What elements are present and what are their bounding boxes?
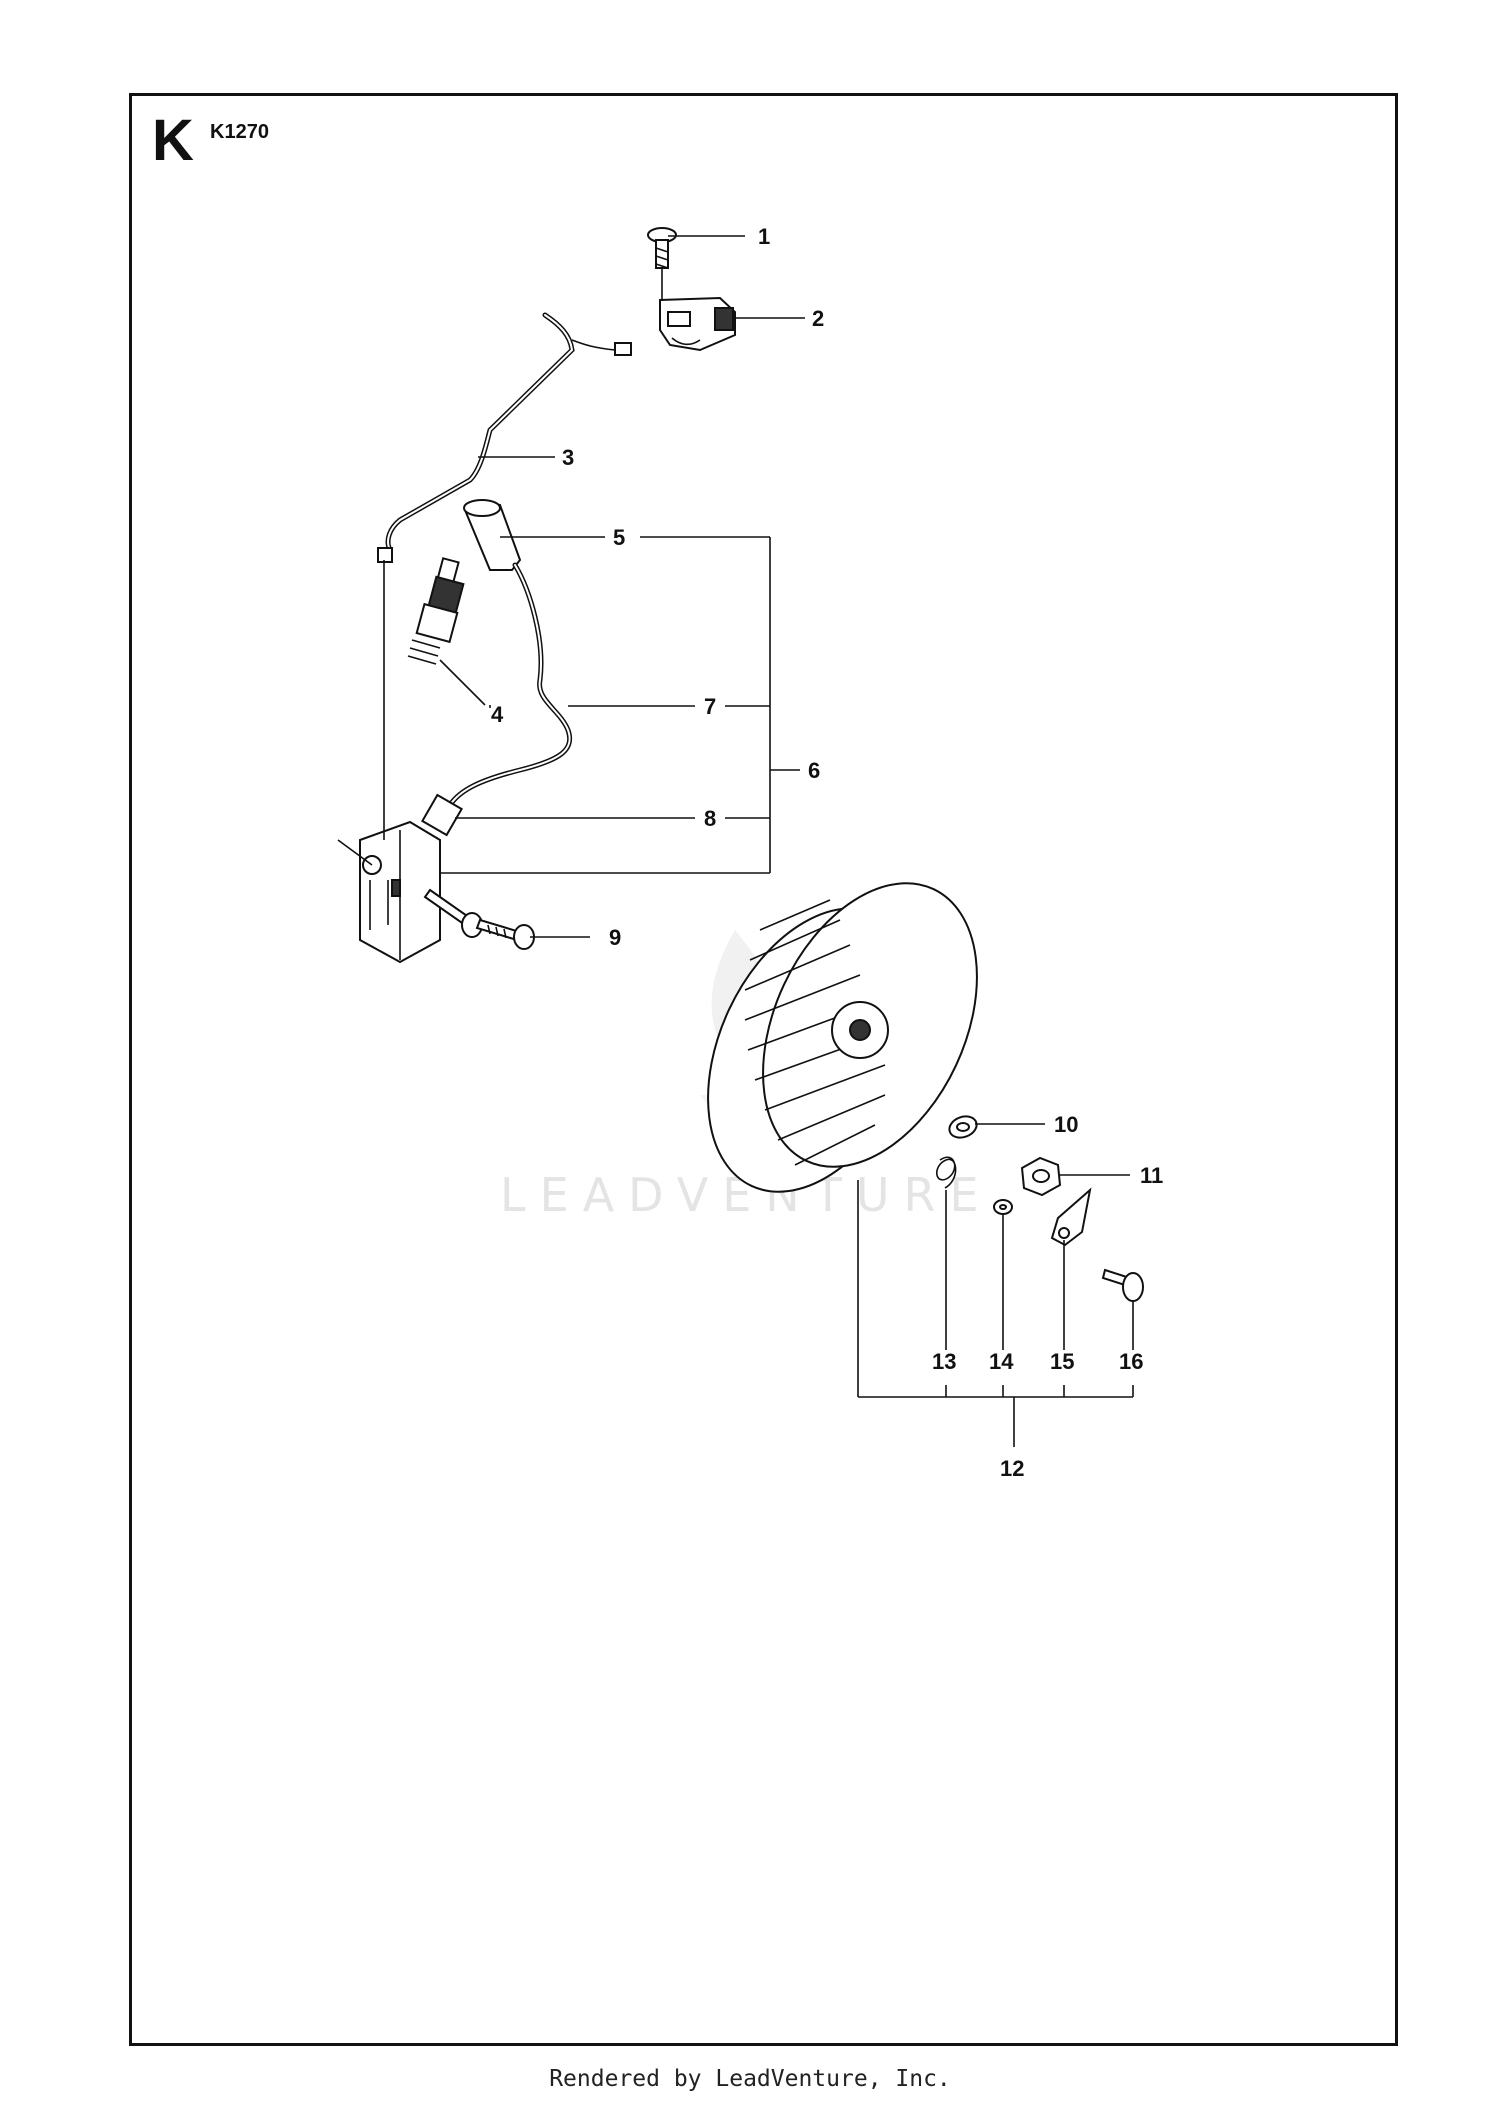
leader-lines [440,235,1134,1447]
part-10-washer[interactable] [946,1113,979,1141]
callout-12: 12 [1000,1456,1024,1481]
part-14-washer[interactable] [993,1199,1013,1215]
callout-10: 10 [1054,1112,1078,1137]
callout-5: 5 [613,525,625,550]
part-15-pawl[interactable] [1050,1187,1092,1247]
part-16-pin[interactable] [1101,1268,1144,1302]
callout-8: 8 [704,806,716,831]
part-4-spark-plug[interactable] [407,557,486,706]
callout-15: 15 [1050,1349,1074,1374]
part-5-plug-cap[interactable] [463,499,522,571]
part-2-switch[interactable] [659,296,736,352]
callout-9: 9 [609,925,621,950]
callout-3: 3 [562,445,574,470]
part-8-boot[interactable] [421,793,463,837]
callout-2: 2 [812,306,824,331]
callout-1: 1 [758,224,770,249]
callout-4: 4 [491,702,504,727]
section-letter: K [152,108,194,173]
ignition-module[interactable] [337,560,441,964]
footer-credit: Rendered by LeadVenture, Inc. [549,2066,951,2092]
callout-16: 16 [1119,1349,1143,1374]
diagram-frame [129,93,1398,2046]
flywheel[interactable] [666,849,1020,1226]
section-code: K1270 [210,121,269,143]
part-9-screws[interactable] [423,888,535,950]
part-7-ht-lead[interactable] [447,562,573,808]
callout-11: 11 [1140,1163,1163,1188]
part-11-nut[interactable] [1020,1156,1062,1197]
callout-7: 7 [704,694,716,719]
callout-13: 13 [932,1349,956,1374]
part-3-wire[interactable] [377,312,632,563]
callout-labels: 1 2 3 4 5 6 7 8 9 10 11 12 13 14 15 16 [491,224,1163,1481]
callout-6: 6 [808,758,820,783]
part-1-screw[interactable] [647,227,677,300]
part-13-spring[interactable] [936,1156,957,1189]
callout-14: 14 [989,1349,1014,1374]
